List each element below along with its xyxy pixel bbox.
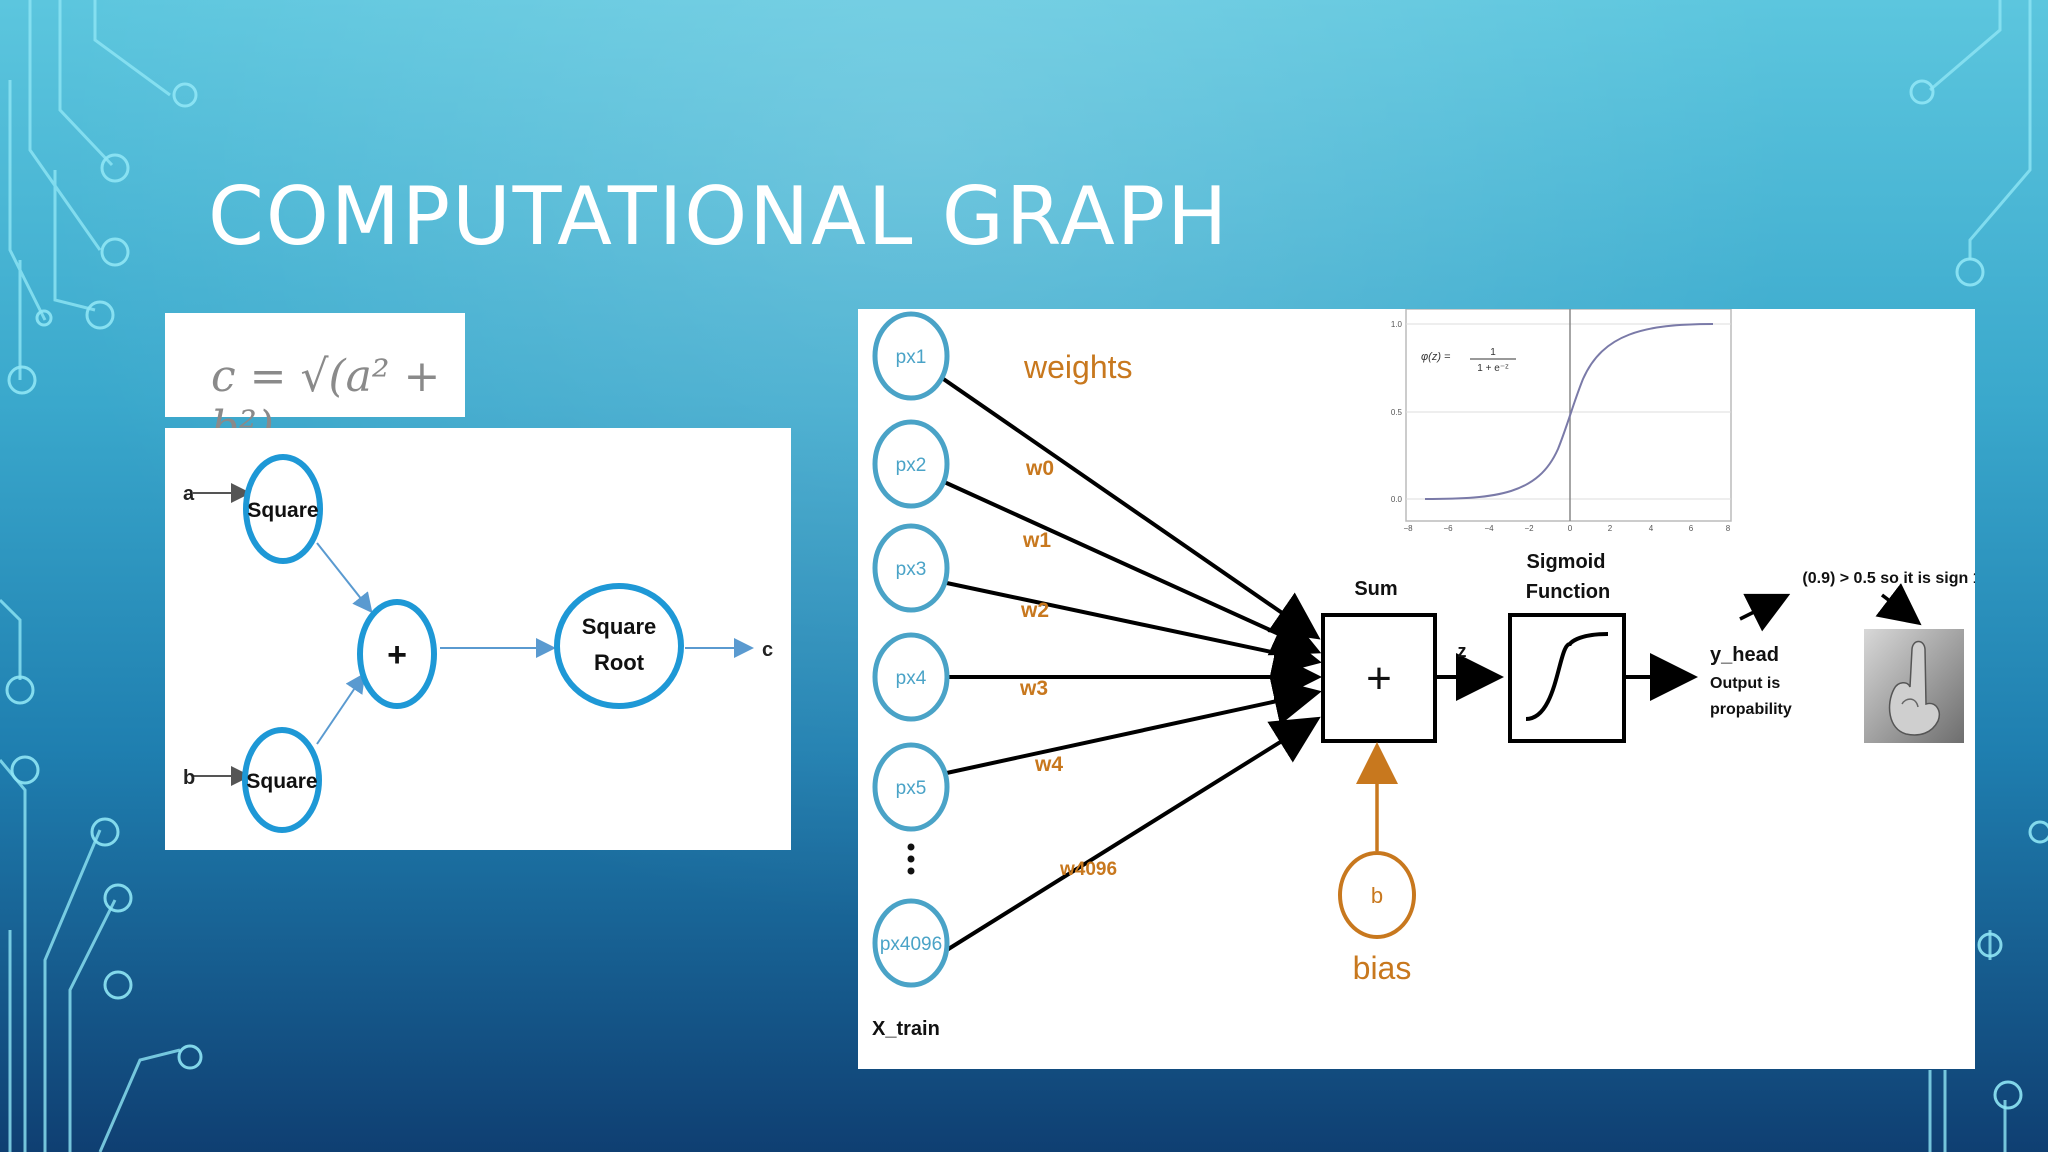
edge-square-plus-bottom — [316, 672, 366, 745]
sqrt-node-label-2: Root — [594, 650, 645, 675]
plot-xtick: −2 — [1524, 524, 1534, 533]
square-node-top-label: Square — [247, 499, 318, 522]
weight-label-w0: w0 — [1025, 457, 1054, 480]
weight-label-w1: w1 — [1022, 529, 1051, 552]
graph1-panel: a b c Square Square + Square Root — [165, 428, 791, 850]
plus-node — [357, 599, 437, 709]
plot-xtick: −8 — [1403, 524, 1413, 533]
ellipsis-icon — [907, 843, 915, 875]
formula-panel: c = √(a² + b²) — [165, 313, 465, 453]
edge-px3-sum — [941, 580, 1322, 677]
decision-text: (0.9) > 0.5 so it is sign 1 — [1802, 570, 1975, 587]
sigmoid-formula: φ(z) = — [1421, 351, 1451, 363]
plot-xtick: −4 — [1484, 524, 1494, 533]
sigmoid-numerator: 1 — [1490, 347, 1496, 358]
plot-ytick-0: 0.0 — [1391, 495, 1403, 504]
input-node-px4096 — [872, 898, 950, 988]
output-c-label: c — [762, 639, 773, 661]
input-node-px4 — [872, 632, 950, 722]
input-node-px5 — [872, 742, 950, 832]
sqrt-node-label-1: Square — [582, 614, 657, 639]
hand-sign-image — [1864, 629, 1964, 743]
sum-box — [1321, 613, 1437, 743]
sigmoid-title-2: Function — [1526, 581, 1610, 603]
sigmoid-icon — [1525, 632, 1609, 721]
decision-arrow-left — [1739, 593, 1791, 632]
sigmoid-title-1: Sigmoid — [1527, 551, 1606, 573]
weight-label-w2: w2 — [1020, 599, 1049, 622]
formula-text: c = √(a² + b²) — [211, 351, 441, 453]
weight-label-w3: w3 — [1019, 677, 1048, 700]
weights-label: weights — [1023, 349, 1133, 385]
plot-xtick: 8 — [1726, 524, 1731, 533]
plot-ytick-1: 1.0 — [1391, 320, 1403, 329]
plot-xtick: −6 — [1443, 524, 1453, 533]
input-label-px5: px5 — [896, 778, 927, 799]
sum-label: Sum — [1354, 578, 1397, 600]
square-node-bottom-label: Square — [246, 770, 317, 793]
square-node-top — [243, 454, 323, 564]
input-label-px3: px3 — [896, 559, 927, 580]
graph2-diagram: px1 px2 px3 px4 px5 px4096 X_train weigh… — [872, 308, 1982, 1040]
input-b-label: b — [183, 767, 195, 789]
input-node-px2 — [872, 419, 950, 509]
x-train-label: X_train — [872, 1018, 940, 1040]
input-label-px1: px1 — [896, 347, 927, 368]
graph2-panel: px1 px2 px3 px4 px5 px4096 X_train weigh… — [858, 308, 1982, 1069]
plot-xtick: 6 — [1689, 524, 1694, 533]
z-label: z — [1458, 641, 1467, 661]
sum-symbol: + — [1366, 654, 1392, 703]
decision-arrow-right — [1875, 583, 1922, 626]
edge-square-plus-top — [316, 542, 373, 614]
plus-node-label: + — [387, 636, 407, 674]
sqrt-node — [554, 583, 684, 709]
input-label-px2: px2 — [896, 455, 927, 476]
sigmoid-plot: φ(z) = 1 1 + e⁻ᶻ 1.0 0.5 0.0 −8 −6 −4 −2… — [1391, 308, 1732, 533]
input-a-label: a — [183, 483, 195, 505]
slide-title: COMPUTATIONAL GRAPH — [208, 170, 1230, 263]
square-node-bottom — [242, 727, 322, 833]
weight-label-w4096: w4096 — [1059, 859, 1117, 880]
weight-label-w4: w4 — [1034, 753, 1063, 776]
plot-ytick-05: 0.5 — [1391, 408, 1403, 417]
bias-label: bias — [1353, 950, 1412, 986]
bias-node-label: b — [1371, 883, 1383, 908]
edge-px2-sum — [941, 479, 1322, 656]
sigmoid-denominator: 1 + e⁻ᶻ — [1477, 363, 1509, 374]
input-label-px4096: px4096 — [880, 934, 942, 955]
y-head-label: y_head — [1710, 644, 1779, 666]
input-node-px3 — [872, 523, 950, 613]
edge-px1-sum — [940, 376, 1321, 640]
plot-xtick: 2 — [1608, 524, 1613, 533]
plot-xtick: 0 — [1568, 524, 1573, 533]
edge-px4096-sum — [940, 716, 1321, 955]
input-node-px1 — [872, 311, 950, 401]
output-desc-1: Output is — [1710, 675, 1780, 692]
bias-node — [1338, 851, 1416, 939]
graph1-diagram: a b c Square Square + Square Root — [183, 454, 773, 833]
plot-xtick: 4 — [1649, 524, 1654, 533]
edge-px5-sum — [941, 678, 1322, 776]
output-desc-2: propability — [1710, 701, 1792, 718]
input-label-px4: px4 — [896, 668, 927, 689]
sigmoid-curve — [1424, 323, 1714, 500]
